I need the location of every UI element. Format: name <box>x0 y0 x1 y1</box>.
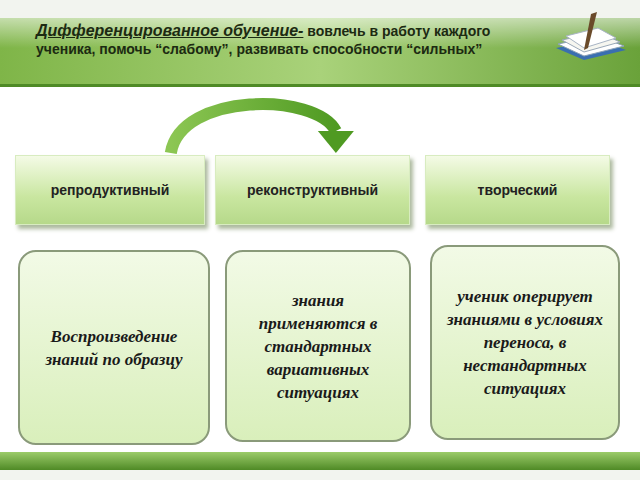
box-text: ученик оперирует знаниями в условиях пер… <box>444 285 606 400</box>
box-text: репродуктивный <box>51 182 170 198</box>
description-box: ученик оперирует знаниями в условиях пер… <box>430 245 620 440</box>
curved-arrow <box>171 104 354 153</box>
arrow-head <box>318 131 354 153</box>
level-box: творческий <box>425 155 610 225</box>
description-box: Воспроизведение знаний по образцу <box>18 250 210 445</box>
box-text: реконструктивный <box>247 182 378 198</box>
box-text: творческий <box>478 182 558 198</box>
header-band <box>0 18 640 84</box>
bottom-strip <box>0 470 640 480</box>
top-strip <box>0 0 640 18</box>
box-text: знания применяются в стандартных вариати… <box>239 289 397 404</box>
book-icon <box>556 12 626 60</box>
footer-band <box>0 452 640 470</box>
title: Дифференцированное обучение- <box>36 22 303 39</box>
description-box: знания применяются в стандартных вариати… <box>225 250 411 442</box>
arrow-body <box>171 104 336 153</box>
header-text: Дифференцированное обучение- вовлечь в р… <box>0 18 640 84</box>
level-box: реконструктивный <box>215 155 410 225</box>
level-box: репродуктивный <box>15 155 205 225</box>
box-text: Воспроизведение знаний по образцу <box>32 325 196 371</box>
header-rule <box>0 84 640 87</box>
